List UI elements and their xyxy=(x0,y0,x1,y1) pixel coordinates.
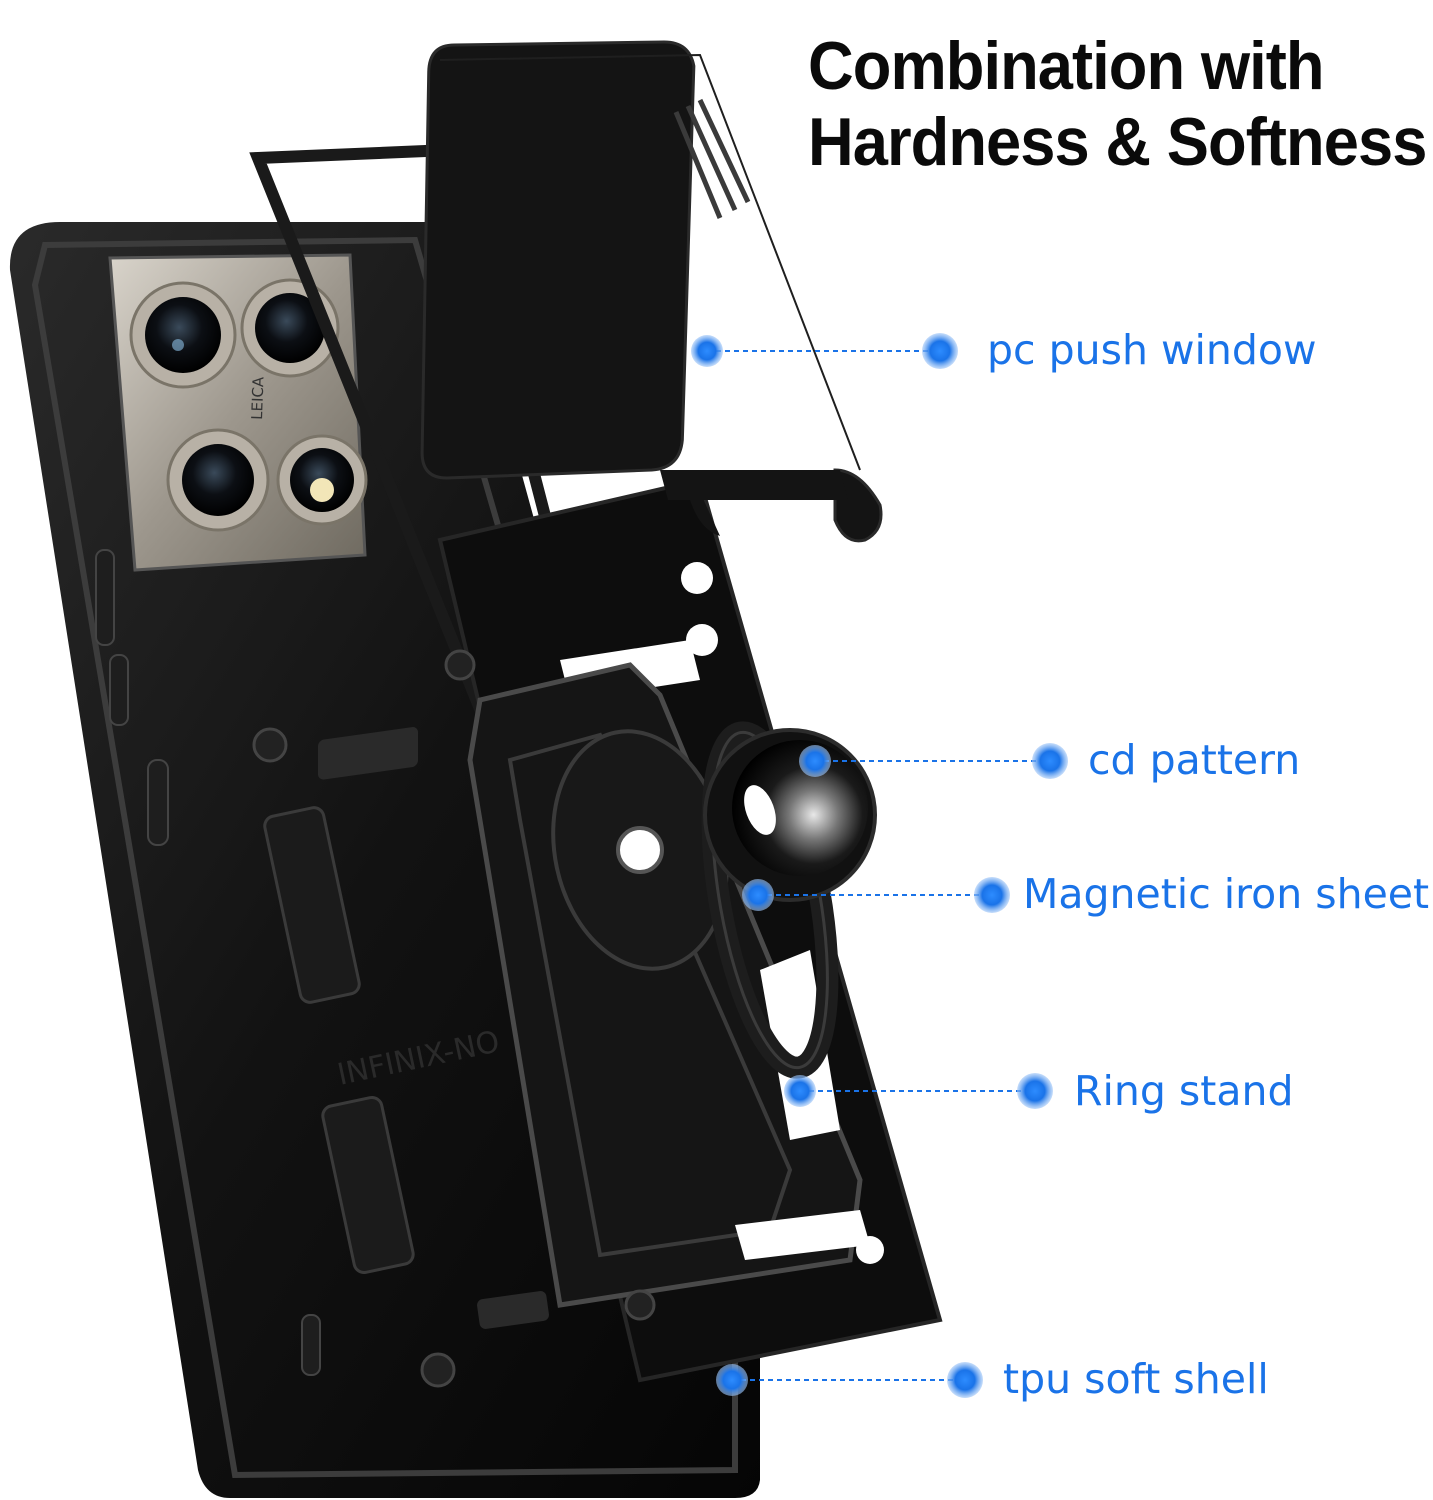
callout-tpu-soft-shell: tpu soft shell xyxy=(1003,1355,1269,1403)
callout-ring-stand: Ring stand xyxy=(1074,1067,1294,1115)
ring-stand-assembly xyxy=(551,721,877,1079)
callout-lines xyxy=(691,333,1068,1398)
headline-line-1: Combination with xyxy=(808,28,1324,104)
callout-magnetic-iron-sheet: Magnetic iron sheet xyxy=(1023,870,1430,918)
camera-brand-text: LEICA xyxy=(248,376,268,420)
pc-push-window-part xyxy=(420,40,883,543)
callout-cd-pattern: cd pattern xyxy=(1088,736,1301,784)
headline-line-2: Hardness & Softness xyxy=(808,104,1427,180)
camera-module: LEICA xyxy=(108,253,368,572)
callout-pc-push-window: pc push window xyxy=(987,326,1317,374)
headline: Combination with Hardness & Softness xyxy=(808,28,1427,180)
